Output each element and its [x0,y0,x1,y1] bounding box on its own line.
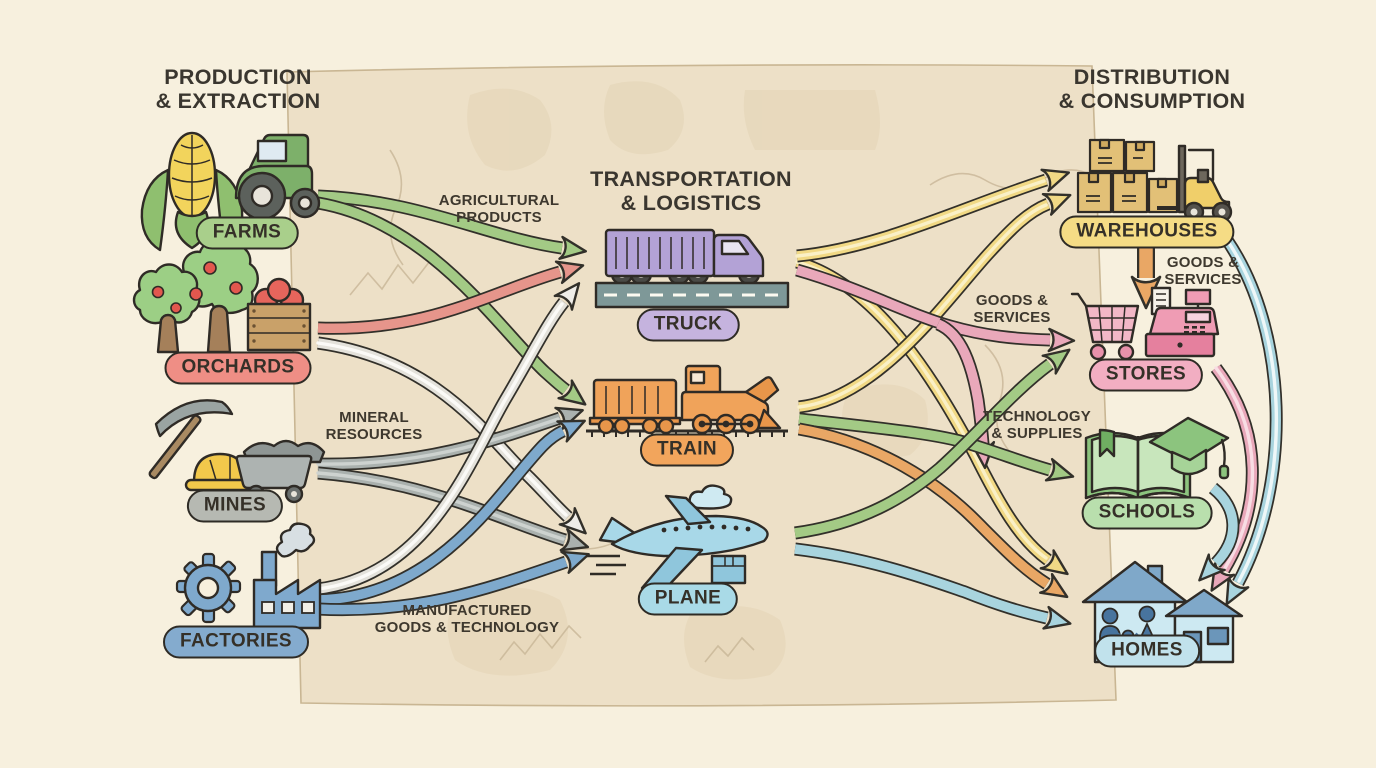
flow-label-line: PRODUCTS [456,209,542,226]
title-line: & LOGISTICS [620,190,762,215]
flow-label-line: SERVICES [973,309,1051,326]
stores-icon [1070,286,1220,361]
flow-label-line: GOODS & TECHNOLOGY [374,619,560,636]
cash-register-icon [1144,286,1220,358]
schools-icon [1084,416,1230,500]
boxes-icon [1076,138,1179,214]
flow-arrows-right [794,168,1076,630]
flow-label-line: & SUPPLIES [991,425,1083,442]
apple-crate-icon [246,277,312,352]
orchards-icon [132,240,312,354]
airplane-body [598,494,769,590]
flow-label-line: AGRICULTURAL [438,192,560,209]
node-label-plane: PLANE [637,582,739,616]
node-label-farms: FARMS [195,216,299,250]
node-label-warehouses: WAREHOUSES [1059,215,1235,249]
flow-label-agricultural-products: AGRICULTURAL PRODUCTS [439,192,559,226]
locomotive-icon [680,364,782,435]
apple-tree-icon [132,240,259,354]
flow-label-line: SERVICES [1164,271,1242,288]
freight-car-icon [588,378,682,435]
node-label-schools: SCHOOLS [1081,496,1213,530]
node-label-mines: MINES [186,489,284,523]
section-title-distribution: DISTRIBUTION & CONSUMPTION [1058,65,1246,113]
graduation-cap-icon [1148,416,1230,480]
shopping-cart-icon [1070,292,1140,361]
flow-label-line: MANUFACTURED [402,602,532,619]
map-landmass-shapes [447,81,928,680]
section-title-transportation: TRANSPORTATION & LOGISTICS [590,167,792,215]
title-line: DISTRIBUTION [1073,65,1231,89]
flow-arrows-distribution [1130,236,1283,606]
node-label-homes: HOMES [1094,634,1200,668]
node-label-stores: STORES [1088,358,1204,392]
flow-arrows-left [316,189,590,617]
title-line: & CONSUMPTION [1058,88,1246,113]
node-label-orchards: ORCHARDS [164,351,312,385]
tractor-icon [234,133,321,221]
node-label-train: TRAIN [639,433,735,467]
flow-label-mineral-resources: MINERAL RESOURCES [326,409,423,443]
flow-label-technology-supplies: TECHNOLOGY & SUPPLIES [983,408,1091,442]
flow-label-goods-services-warehouse: GOODS & SERVICES [1164,254,1241,288]
plane-icon [586,484,769,590]
flow-label-line: GOODS & [1166,254,1240,271]
gear-icon [175,552,242,624]
truck-icon [594,228,790,309]
node-label-factories: FACTORIES [163,625,309,659]
section-title-production: PRODUCTION & EXTRACTION [155,65,321,113]
node-label-truck: TRUCK [636,308,740,342]
package-icon [710,554,747,585]
warehouses-icon [1076,138,1233,223]
title-line: PRODUCTION [164,65,312,89]
flow-label-line: GOODS & [975,292,1049,309]
flow-label-line: TECHNOLOGY [983,408,1091,425]
flow-label-line: MINERAL [339,409,409,426]
title-line: & EXTRACTION [155,88,321,113]
flow-label-line: RESOURCES [325,426,423,443]
hard-hat-icon [184,452,256,492]
title-line: TRANSPORTATION [590,167,792,191]
pickaxe-icon [148,399,234,480]
factories-icon [175,522,322,630]
factory-icon [252,522,322,630]
flow-label-manufactured-goods: MANUFACTURED GOODS & TECHNOLOGY [375,602,559,636]
flow-label-goods-services: GOODS & SERVICES [973,292,1050,326]
train-icon [586,364,788,437]
